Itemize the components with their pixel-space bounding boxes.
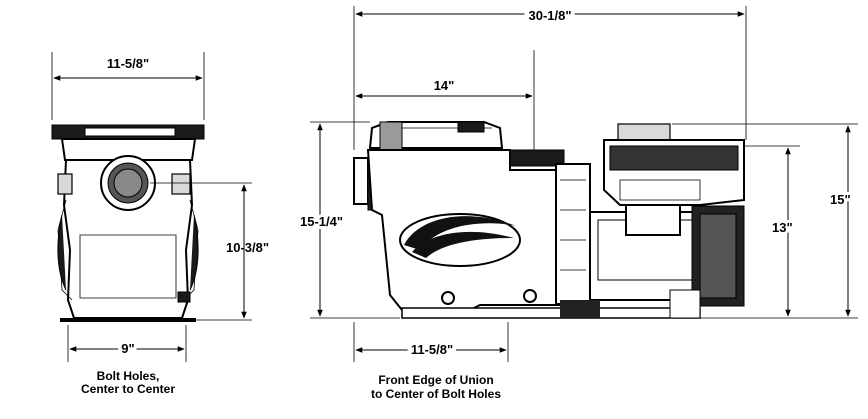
- front-edge-caption-line1: Front Edge of Union: [378, 373, 493, 387]
- overall-length-dimension: 30-1/8": [353, 4, 747, 150]
- overall-length-label: 30-1/8": [528, 8, 571, 23]
- union-to-bolt-label: 11-5/8": [411, 342, 453, 357]
- bolt-spacing-dimension: 9": [67, 325, 187, 362]
- front-width-label: 11-5/8": [107, 56, 149, 71]
- side-view-pump: [353, 121, 745, 319]
- union-height-label: 15-1/4": [300, 214, 343, 229]
- union-height-dimension: 15-1/4": [297, 121, 400, 319]
- front-height-dimension: 10-3/8": [150, 182, 269, 321]
- front-width-dimension: 11-5/8": [51, 52, 205, 120]
- union-to-bolt-dimension: 11-5/8": [353, 322, 509, 362]
- bolt-holes-caption-line1: Bolt Holes,: [97, 369, 160, 383]
- overall-height-label: 15": [830, 192, 851, 207]
- union-to-shaft-label: 14": [434, 78, 455, 93]
- front-height-label: 10-3/8": [226, 240, 269, 255]
- motor-height-dimension: 13": [744, 145, 800, 317]
- bolt-holes-caption-line2: Center to Center: [81, 382, 175, 396]
- front-view-pump: [51, 124, 205, 322]
- union-to-shaft-dimension: 14": [355, 50, 535, 150]
- front-edge-caption-line2: to Center of Bolt Holes: [371, 387, 501, 401]
- bolt-spacing-label: 9": [121, 341, 134, 356]
- overall-height-dimension: 15": [672, 123, 858, 319]
- motor-height-label: 13": [772, 220, 793, 235]
